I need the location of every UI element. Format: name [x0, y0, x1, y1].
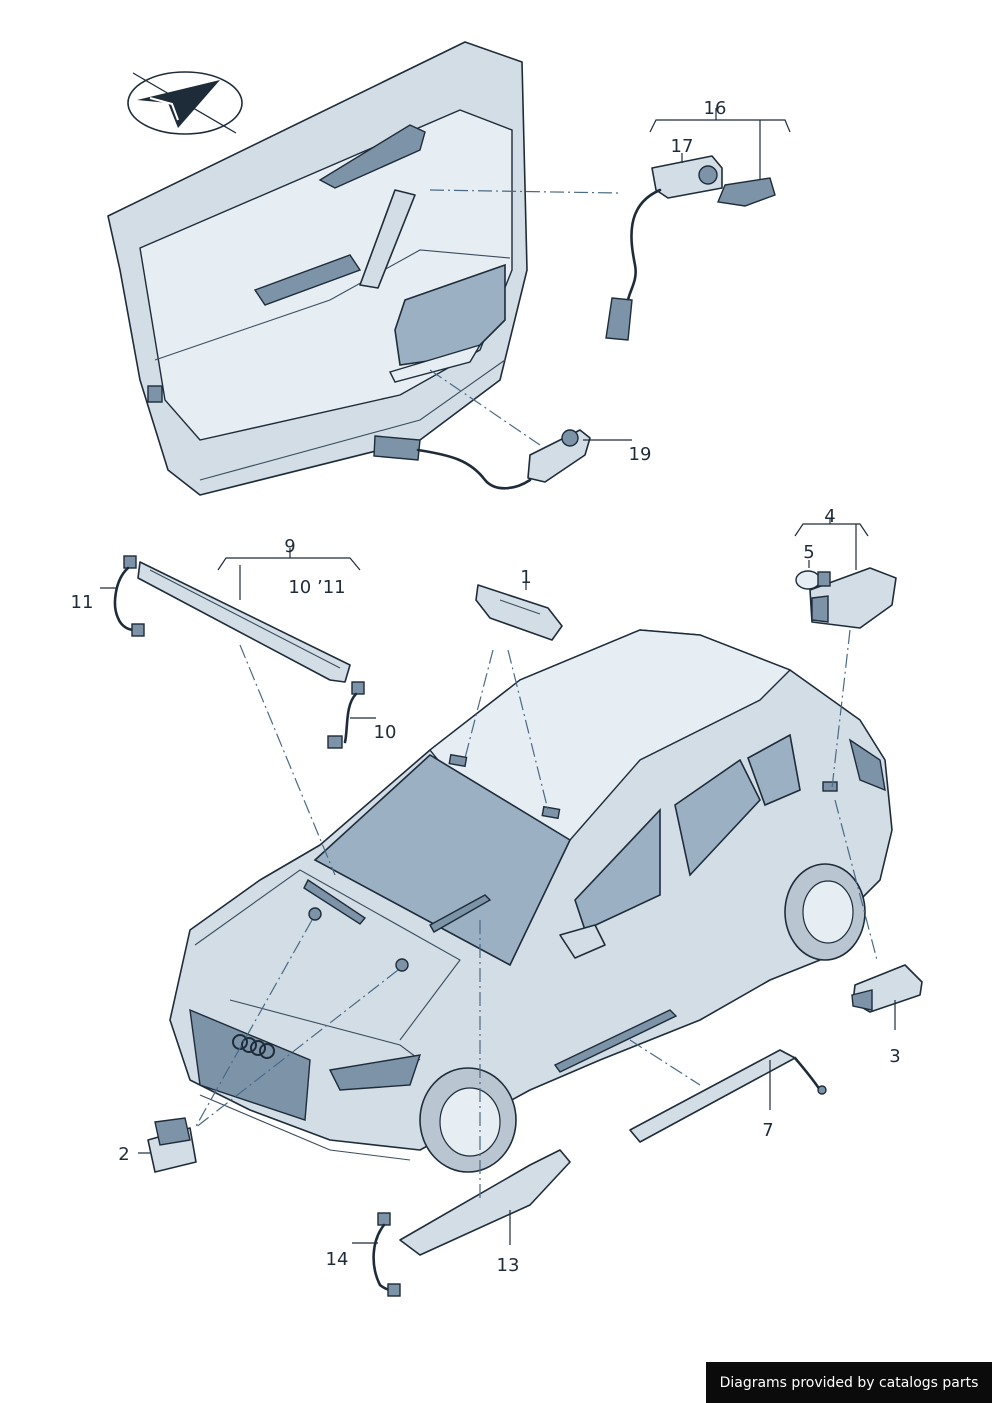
- leader-lines: [100, 108, 896, 1245]
- callout-17: 17: [671, 136, 694, 157]
- callout-labels: 1 2 3 4 5 7 9 10 ’11 10 11 13 14 16 17 1…: [71, 98, 901, 1276]
- callout-10: 10: [374, 722, 397, 743]
- credit-footer: Diagrams provided by catalogs parts: [706, 1362, 992, 1403]
- part-13-trim-strip: [399, 1149, 571, 1256]
- callout-9-sub: 10 ’11: [288, 577, 345, 598]
- direction-arrow-icon: [127, 71, 243, 135]
- part-9-light-strip: [137, 561, 351, 683]
- part-3-lamp: [851, 964, 923, 1013]
- rear-wheel: [784, 863, 866, 961]
- callout-11: 11: [71, 592, 94, 613]
- callout-3: 3: [889, 1046, 900, 1067]
- part-10-harness: [327, 681, 365, 749]
- front-wheel: [419, 1067, 517, 1173]
- part-16-cover: [717, 177, 776, 207]
- part-5-bulb: [795, 570, 831, 590]
- callout-7: 7: [762, 1120, 773, 1141]
- assembly-lines: [194, 189, 878, 1200]
- callout-14: 14: [326, 1249, 349, 1270]
- callout-9: 9: [284, 536, 295, 557]
- part-4-lamp-housing: [809, 567, 897, 629]
- callout-19: 19: [629, 444, 652, 465]
- callout-13: 13: [497, 1255, 520, 1276]
- car-body: [169, 629, 893, 1161]
- part-17-switch: [605, 155, 723, 341]
- part-2-switch: [147, 1117, 197, 1173]
- callout-4: 4: [824, 506, 835, 527]
- part-11-harness: [113, 555, 145, 637]
- part-1-lamp: [475, 584, 563, 641]
- credit-text: Diagrams provided by catalogs parts: [719, 1374, 979, 1391]
- callout-2: 2: [118, 1144, 129, 1165]
- callout-5: 5: [803, 542, 814, 563]
- callout-1: 1: [520, 567, 531, 588]
- part-19-switch: [373, 429, 591, 490]
- part-14-harness: [372, 1212, 401, 1297]
- door-panel: [107, 41, 528, 496]
- part-7-sill-strip: [629, 1049, 827, 1143]
- callout-16: 16: [704, 98, 727, 119]
